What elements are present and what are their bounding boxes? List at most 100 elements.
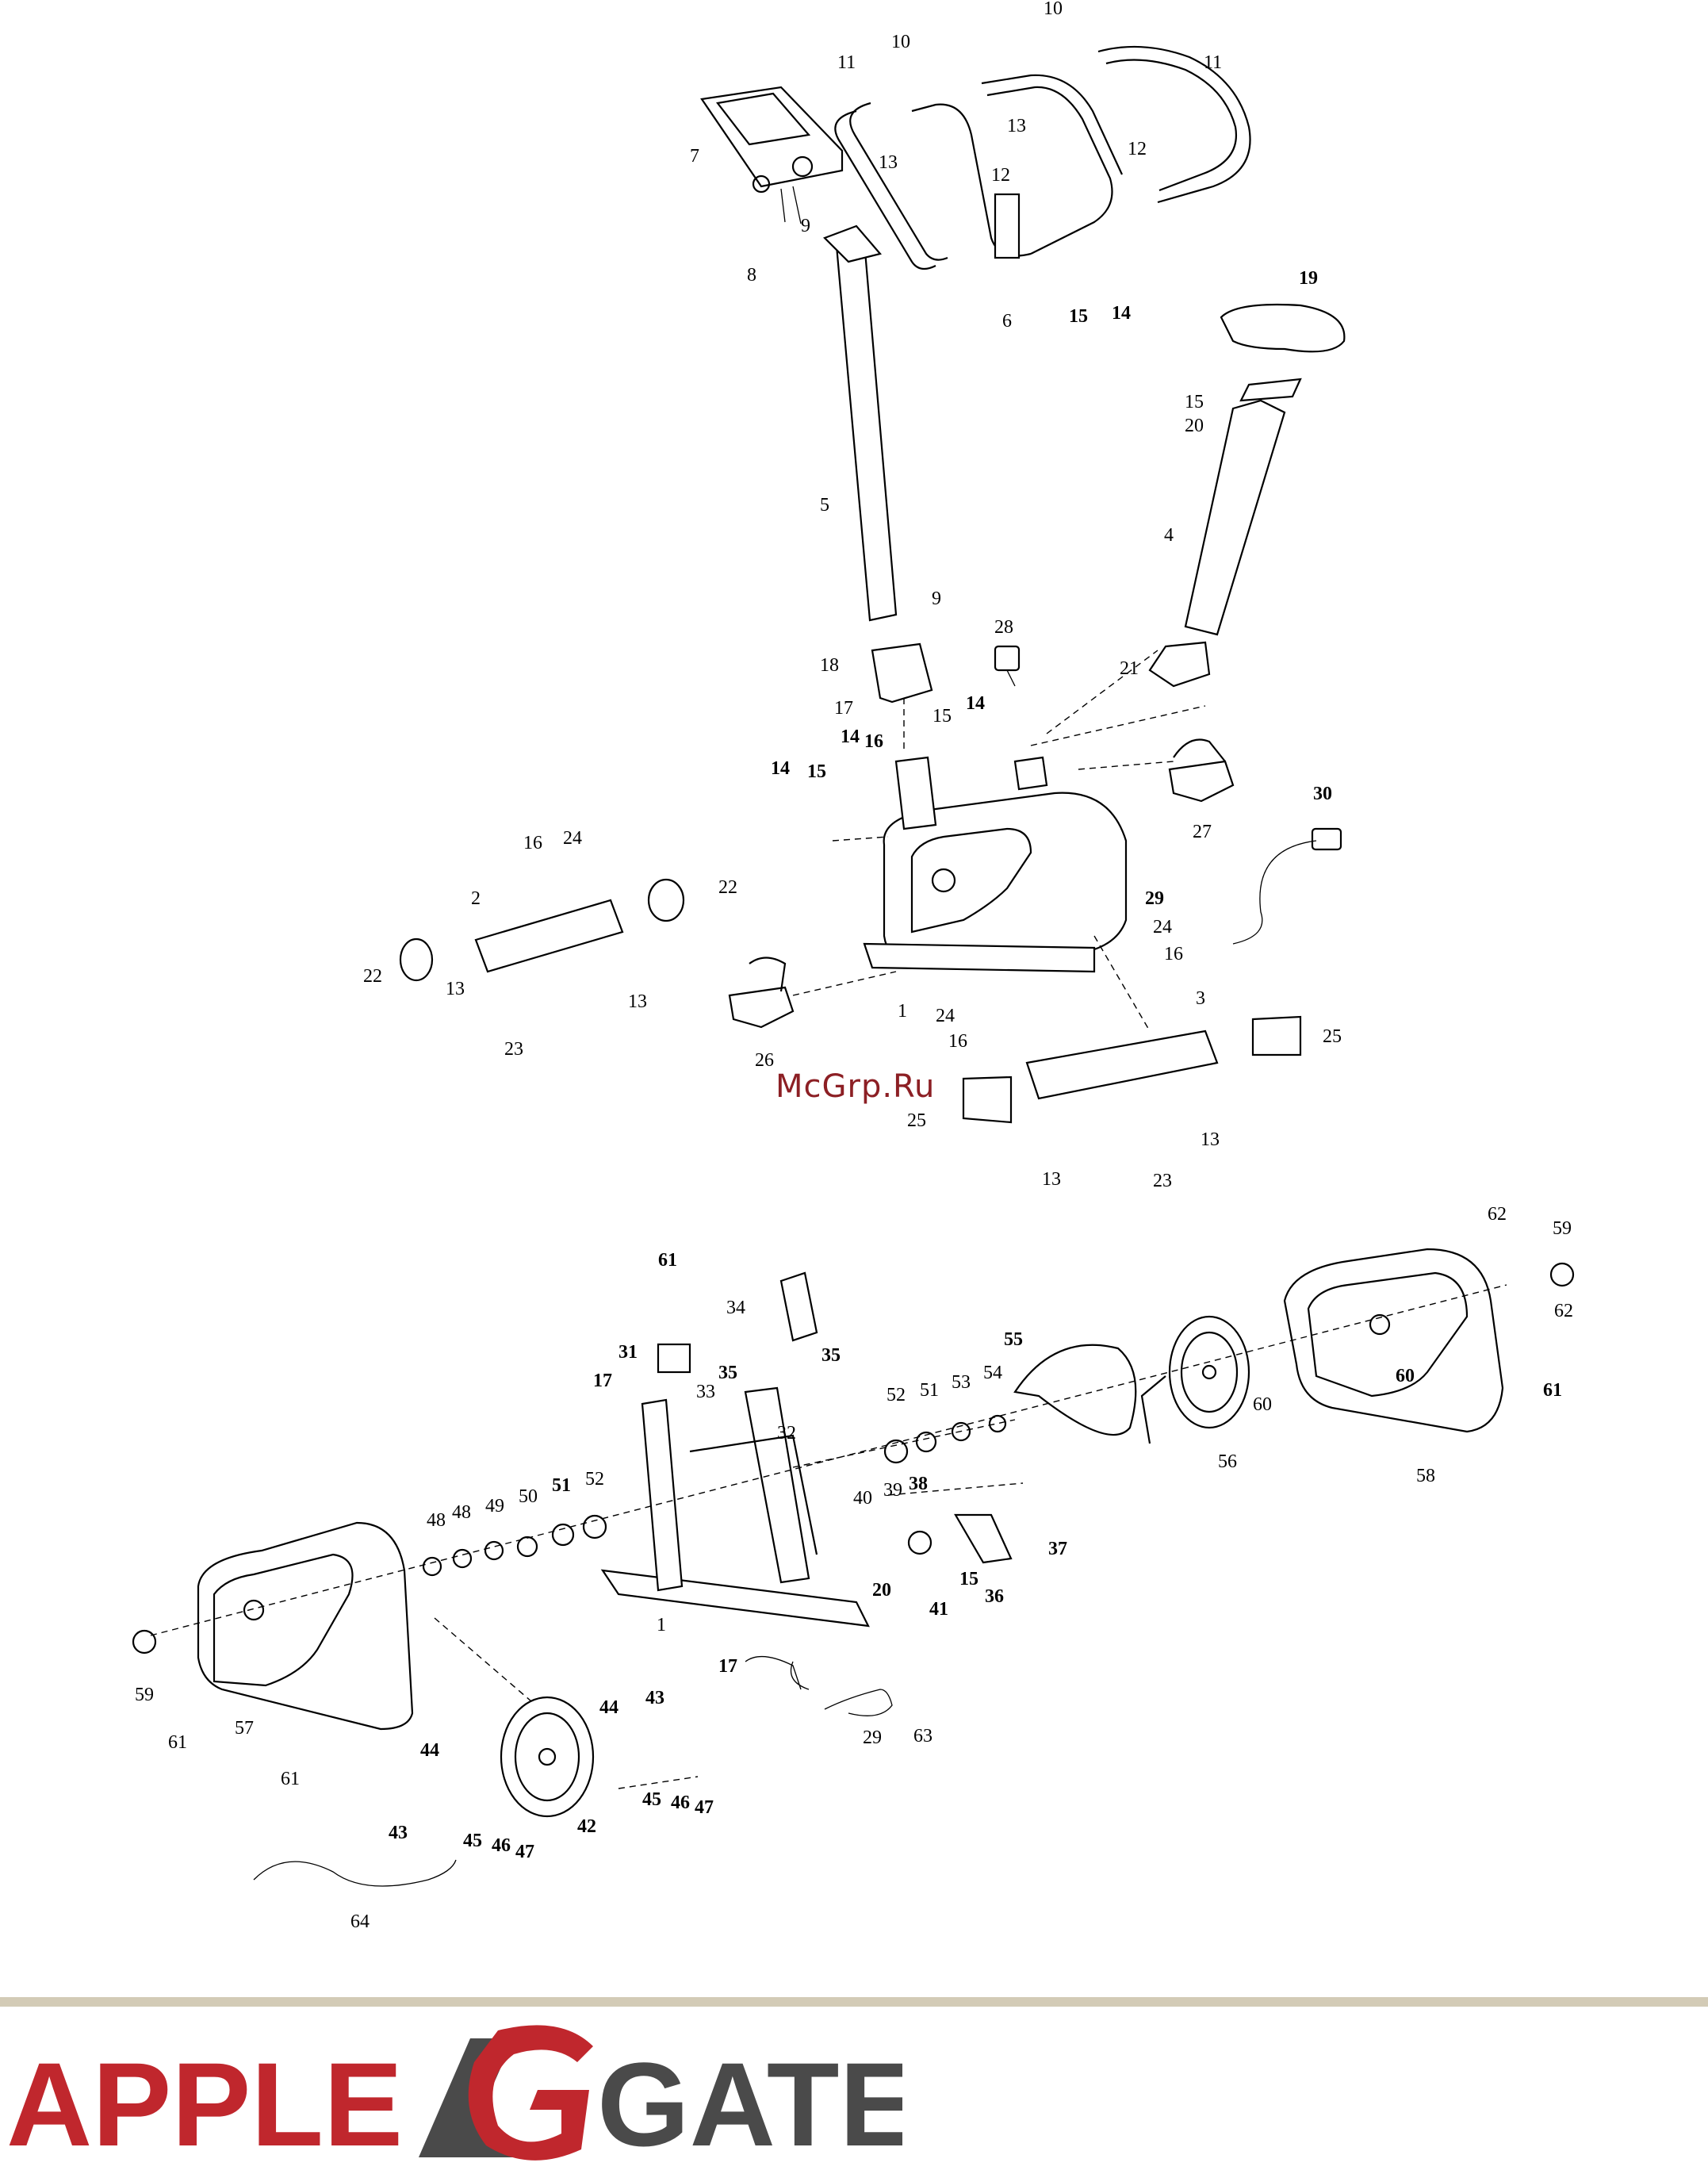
- part-label: 36: [985, 1586, 1004, 1607]
- part-label: 7: [690, 146, 699, 167]
- bracket-part: [657, 1343, 691, 1374]
- part-label: 47: [695, 1797, 714, 1818]
- pedal-part: [728, 957, 795, 1029]
- part-label: 35: [821, 1345, 841, 1366]
- part-label: 16: [523, 833, 542, 853]
- part-label: 16: [864, 731, 883, 752]
- flywheel-part: [500, 1696, 595, 1818]
- part-label: 48: [452, 1502, 471, 1523]
- part-label: 48: [427, 1510, 446, 1531]
- pulley-part: [1140, 1315, 1250, 1444]
- part-label: 23: [1153, 1171, 1172, 1191]
- part-label: 13: [1201, 1129, 1220, 1150]
- cap-part: [132, 1629, 157, 1654]
- part-label: 19: [1299, 268, 1318, 289]
- part-label: 29: [1145, 888, 1164, 909]
- seat-post-part: [1184, 303, 1346, 636]
- part-label: 53: [952, 1372, 971, 1393]
- knob-part: [994, 645, 1021, 687]
- part-label: 6: [1002, 311, 1012, 332]
- part-label: 14: [966, 693, 985, 714]
- part-label: 56: [1218, 1451, 1237, 1472]
- part-label: 12: [991, 165, 1010, 186]
- part-label: 58: [1416, 1466, 1435, 1486]
- console-part: [700, 86, 844, 224]
- part-label: 62: [1488, 1204, 1507, 1225]
- part-label: 38: [909, 1474, 928, 1494]
- part-label: 46: [671, 1792, 690, 1813]
- part-label: 55: [1004, 1329, 1023, 1350]
- part-label: 62: [1554, 1301, 1573, 1321]
- part-label: 13: [446, 979, 465, 999]
- part-label: 22: [363, 966, 382, 987]
- main-frame-part: [600, 1386, 870, 1628]
- part-label: 43: [645, 1688, 664, 1708]
- wire-part: [824, 1689, 893, 1716]
- part-label: 50: [519, 1486, 538, 1507]
- part-label: 13: [1042, 1169, 1061, 1190]
- part-label: 17: [718, 1656, 737, 1677]
- part-label: 1: [657, 1615, 666, 1635]
- part-label: 61: [168, 1732, 187, 1753]
- svg-text:APPLE: APPLE: [6, 2038, 403, 2171]
- part-label: 29: [863, 1727, 882, 1748]
- part-label: 13: [879, 152, 898, 173]
- part-label: 15: [1185, 392, 1204, 412]
- part-label: 20: [872, 1580, 891, 1601]
- part-label: 57: [235, 1718, 254, 1739]
- part-label: 10: [891, 32, 910, 52]
- part-label: 15: [807, 761, 826, 782]
- part-label: 25: [907, 1110, 926, 1131]
- part-label: 17: [834, 698, 853, 719]
- part-label: 52: [585, 1469, 604, 1490]
- part-label: 61: [281, 1769, 300, 1789]
- roller-part: [779, 1271, 818, 1342]
- part-label: 21: [1120, 658, 1139, 679]
- part-label: 60: [1253, 1394, 1272, 1415]
- part-label: 13: [628, 991, 647, 1012]
- part-label: 14: [841, 727, 860, 747]
- part-label: 24: [1153, 917, 1172, 937]
- part-label: 51: [920, 1380, 939, 1401]
- part-label: 15: [1069, 306, 1088, 327]
- upright-tube-part: [823, 224, 898, 622]
- part-label: 8: [747, 265, 756, 286]
- part-label: 9: [801, 216, 810, 236]
- part-label: 45: [642, 1789, 661, 1810]
- part-label: 14: [1112, 303, 1131, 324]
- wire-part: [745, 1655, 810, 1690]
- part-label: 44: [420, 1740, 439, 1761]
- part-label: 46: [492, 1835, 511, 1856]
- part-label: 23: [504, 1039, 523, 1060]
- svg-text:GATE: GATE: [597, 2038, 902, 2171]
- part-label: 11: [1204, 52, 1222, 73]
- part-label: 47: [515, 1842, 534, 1862]
- part-label: 9: [932, 589, 941, 609]
- assembly-line: [150, 1284, 1507, 1789]
- part-label: 15: [959, 1569, 978, 1589]
- part-label: 1: [898, 1001, 907, 1022]
- part-label: 52: [887, 1385, 906, 1405]
- part-label: 15: [933, 706, 952, 727]
- part-label: 37: [1048, 1539, 1067, 1559]
- part-label: 4: [1164, 525, 1174, 546]
- part-label: 28: [994, 617, 1013, 638]
- part-label: 40: [853, 1488, 872, 1509]
- part-label: 27: [1193, 822, 1212, 842]
- part-label: 64: [350, 1911, 370, 1932]
- part-label: 30: [1313, 784, 1332, 804]
- part-label: 42: [577, 1816, 596, 1837]
- part-label: 2: [471, 888, 481, 909]
- part-label: 63: [913, 1726, 933, 1746]
- part-label: 20: [1185, 416, 1204, 436]
- part-label: 61: [658, 1250, 677, 1271]
- part-label: 51: [552, 1475, 571, 1496]
- cover-part: [1148, 641, 1211, 688]
- part-label: 33: [696, 1382, 715, 1402]
- cap-part: [1549, 1262, 1575, 1287]
- part-label: 34: [726, 1298, 745, 1318]
- assembly-line: [792, 650, 1206, 1032]
- part-label: 18: [820, 655, 839, 676]
- part-label: 49: [485, 1496, 504, 1516]
- left-cover-part: [197, 1521, 414, 1731]
